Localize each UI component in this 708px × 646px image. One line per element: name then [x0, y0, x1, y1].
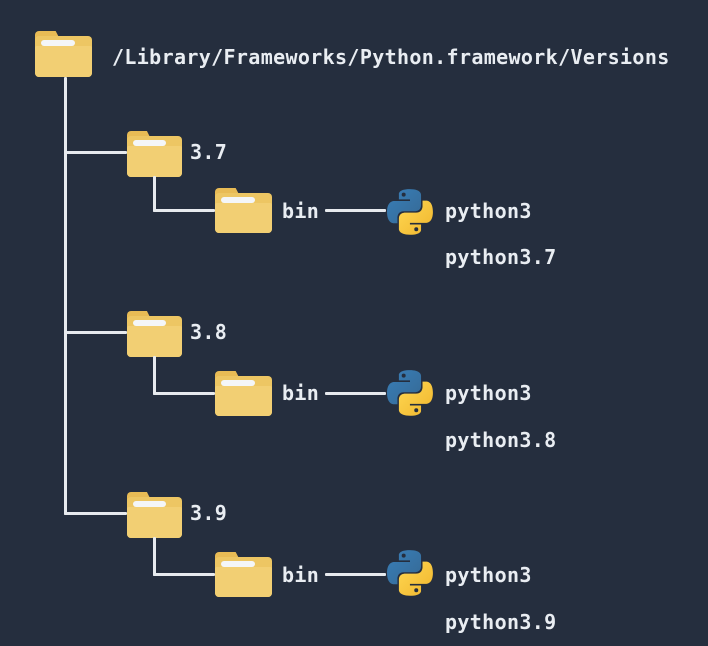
python-logo-icon — [387, 370, 433, 416]
folder-icon — [215, 371, 272, 416]
folder-front — [215, 386, 272, 416]
folder-icon — [127, 131, 182, 177]
tree-line-exe-3-8 — [325, 392, 386, 395]
tree-line-sub-h-3-8 — [153, 392, 215, 395]
exe-label-python3-7: python3.7 — [445, 245, 557, 269]
folder-paper — [221, 561, 256, 567]
version-label-3-9: 3.9 — [190, 501, 228, 525]
folder-paper — [133, 501, 166, 507]
folder-front — [127, 507, 182, 538]
folder-front — [215, 567, 272, 597]
version-label-3-8: 3.8 — [190, 320, 228, 344]
folder-icon — [127, 311, 182, 357]
folder-icon — [215, 552, 272, 597]
folder-front — [127, 146, 182, 177]
tree-line-sub-v-3-7 — [153, 176, 156, 212]
tree-line-branch-3-9 — [64, 512, 127, 515]
exe-label-python3-9: python3.9 — [445, 610, 557, 634]
folder-paper — [221, 197, 256, 203]
tree-line-trunk — [64, 77, 67, 515]
version-label-3-7: 3.7 — [190, 140, 228, 164]
tree-line-sub-h-3-9 — [153, 573, 215, 576]
tree-line-branch-3-8 — [64, 331, 127, 334]
folder-icon — [35, 31, 92, 77]
python-logo-icon — [387, 189, 433, 235]
folder-icon — [215, 188, 272, 233]
folder-paper — [221, 380, 256, 386]
folder-front — [215, 203, 272, 233]
folder-front — [127, 326, 182, 357]
python-logo-icon — [387, 550, 433, 596]
bin-label-3-7: bin — [282, 199, 320, 223]
exe-label-python3-3-8: python3 — [445, 381, 532, 405]
tree-line-sub-v-3-9 — [153, 537, 156, 576]
tree-line-sub-v-3-8 — [153, 356, 156, 395]
tree-line-exe-3-9 — [325, 573, 386, 576]
tree-line-sub-h-3-7 — [153, 209, 215, 212]
exe-label-python3-8: python3.8 — [445, 428, 557, 452]
folder-paper — [41, 40, 76, 46]
tree-line-exe-3-7 — [325, 209, 386, 212]
folder-front — [35, 46, 92, 77]
folder-paper — [133, 140, 166, 146]
bin-label-3-8: bin — [282, 381, 320, 405]
folder-paper — [133, 320, 166, 326]
tree-line-branch-3-7 — [64, 151, 127, 154]
root-path-label: /Library/Frameworks/Python.framework/Ver… — [112, 45, 670, 69]
folder-icon — [127, 492, 182, 538]
exe-label-python3-3-9: python3 — [445, 563, 532, 587]
bin-label-3-9: bin — [282, 563, 320, 587]
exe-label-python3-3-7: python3 — [445, 199, 532, 223]
